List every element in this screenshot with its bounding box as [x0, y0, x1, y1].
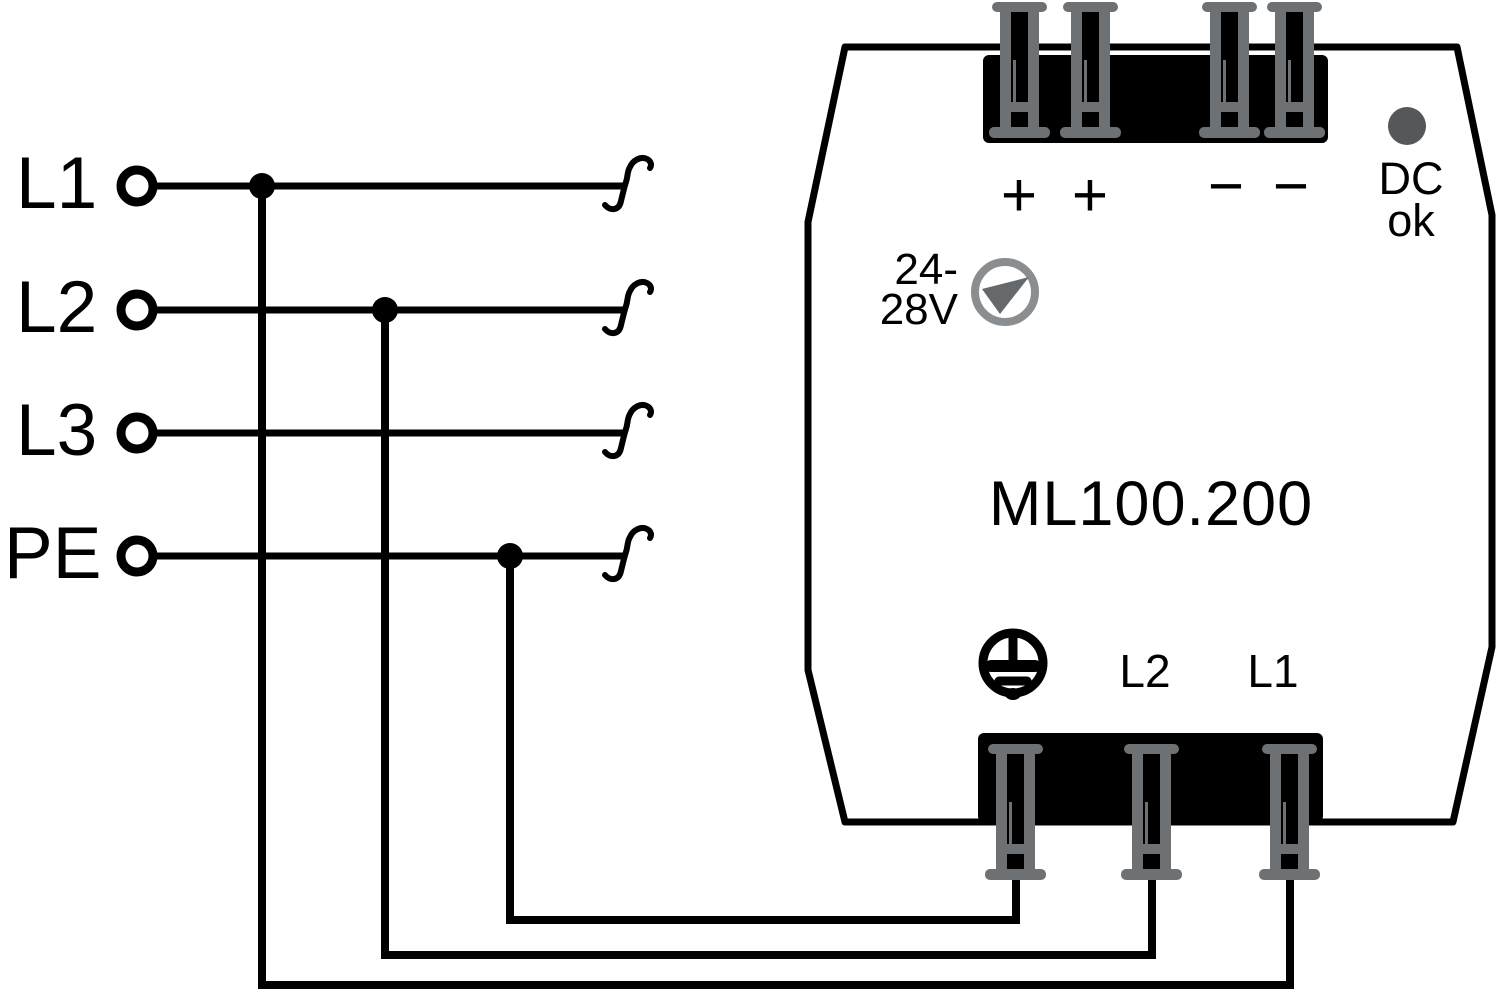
- input-terminal-l3: [116, 412, 158, 454]
- dc-ok-label: DC ok: [1378, 153, 1444, 246]
- screw-terminal-minus-2: [1264, 2, 1325, 138]
- screw-terminal-pe: [985, 744, 1046, 880]
- model-label: ML100.200: [988, 469, 1314, 539]
- input-label-pe: PE: [4, 513, 102, 594]
- input-terminal-l1: [116, 165, 158, 207]
- dc-ok-led: [1388, 107, 1426, 145]
- ground-symbol: [978, 628, 1048, 700]
- break-symbol-l3: [602, 402, 654, 460]
- input-label-l1: L1: [16, 143, 98, 224]
- break-symbol-l1: [602, 155, 654, 213]
- junction-dot-pe: [497, 543, 523, 569]
- screw-terminal-plus-2: [1060, 2, 1121, 138]
- junction-dot-l1: [249, 173, 275, 199]
- break-symbol-l2: [602, 279, 654, 337]
- wire-l2-route: [381, 310, 1156, 959]
- input-label-l2: L2: [16, 267, 98, 348]
- terminal-label-minus-1: −: [1207, 152, 1245, 221]
- break-symbol-pe: [602, 525, 654, 583]
- input-terminal-l2: [116, 289, 158, 331]
- psu-body-outline: [804, 43, 1496, 826]
- screw-terminal-minus-1: [1199, 2, 1260, 138]
- screw-terminal-l1: [1259, 744, 1320, 880]
- junction-dot-l2: [372, 297, 398, 323]
- device-label-l1: L1: [1247, 645, 1299, 697]
- terminal-label-plus-1: +: [1000, 161, 1038, 230]
- device-label-l2: L2: [1119, 645, 1171, 697]
- wire-pe-route: [506, 556, 1020, 924]
- terminal-label-plus-2: +: [1071, 161, 1109, 230]
- wire-l1-route: [258, 186, 1294, 989]
- terminal-label-minus-2: −: [1272, 152, 1310, 221]
- voltage-range-label: 24- 28V: [879, 245, 958, 334]
- screw-terminal-plus-1: [989, 2, 1050, 138]
- voltage-adjust-knob: [971, 258, 1039, 326]
- input-terminal-pe: [116, 535, 158, 577]
- input-label-l3: L3: [16, 390, 98, 471]
- screw-terminal-l2: [1121, 744, 1182, 880]
